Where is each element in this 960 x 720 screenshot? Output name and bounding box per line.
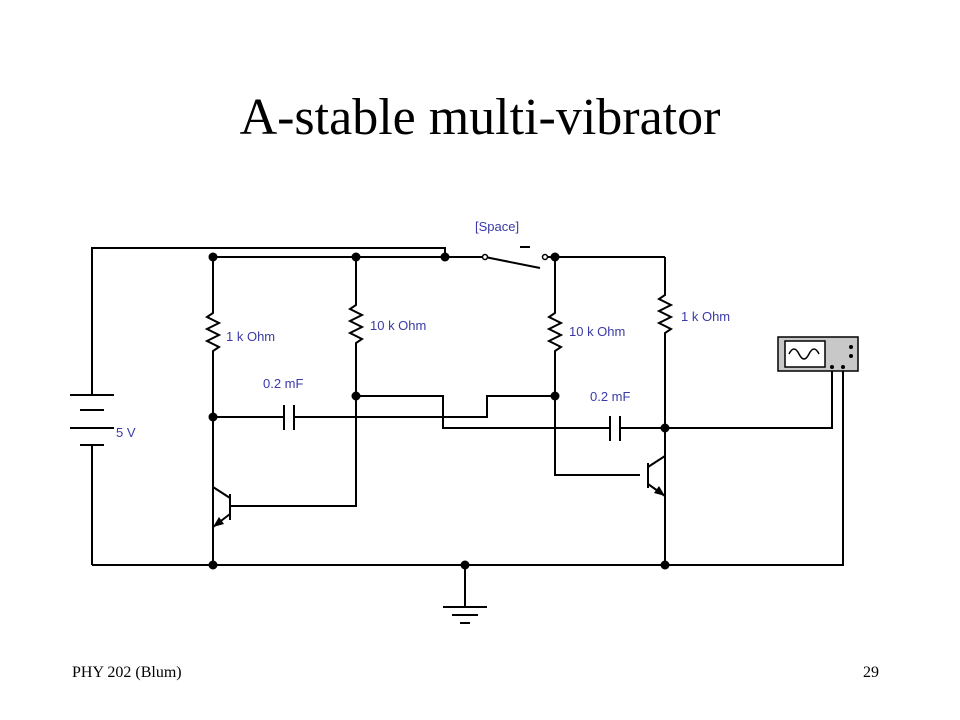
r2-label: 10 k Ohm [370, 318, 426, 333]
switch-label: [Space] [475, 219, 519, 234]
r1-label: 1 k Ohm [226, 329, 275, 344]
junction-dot [460, 560, 470, 570]
junction-dot [208, 412, 218, 422]
junction-dot [660, 423, 670, 433]
transistor-q2 [647, 455, 666, 497]
junction-dot [351, 391, 361, 401]
capacitor-c1 [213, 405, 555, 430]
c2-label: 0.2 mF [590, 389, 631, 404]
oscilloscope-icon[interactable] [777, 336, 859, 372]
battery [70, 394, 114, 446]
junction-dot [440, 252, 450, 262]
capacitor-c2 [356, 395, 665, 441]
transistor-q1 [212, 486, 240, 528]
footer-course: PHY 202 (Blum) [72, 664, 182, 681]
junction-dot [550, 391, 560, 401]
junction-dot [208, 560, 218, 570]
battery-label: 5 V [116, 425, 136, 440]
top-wire-left [91, 247, 446, 565]
resistor-r4 [656, 257, 674, 565]
ground-symbol [443, 565, 487, 624]
switch[interactable] [481, 246, 549, 269]
r4-label: 1 k Ohm [681, 309, 730, 324]
resistor-r1 [204, 257, 222, 565]
c1-label: 0.2 mF [263, 376, 304, 391]
junction-dot [550, 252, 560, 262]
scope-wire [665, 370, 833, 429]
junction-dot [660, 560, 670, 570]
page-number: 29 [863, 664, 879, 681]
junction-dot [208, 252, 218, 262]
r3-label: 10 k Ohm [569, 324, 625, 339]
slide-title: A-stable multi-vibrator [239, 89, 721, 146]
junction-dots [208, 252, 670, 570]
resistor-r3 [546, 257, 640, 476]
junction-dot [351, 252, 361, 262]
bottom-rail [92, 370, 844, 566]
